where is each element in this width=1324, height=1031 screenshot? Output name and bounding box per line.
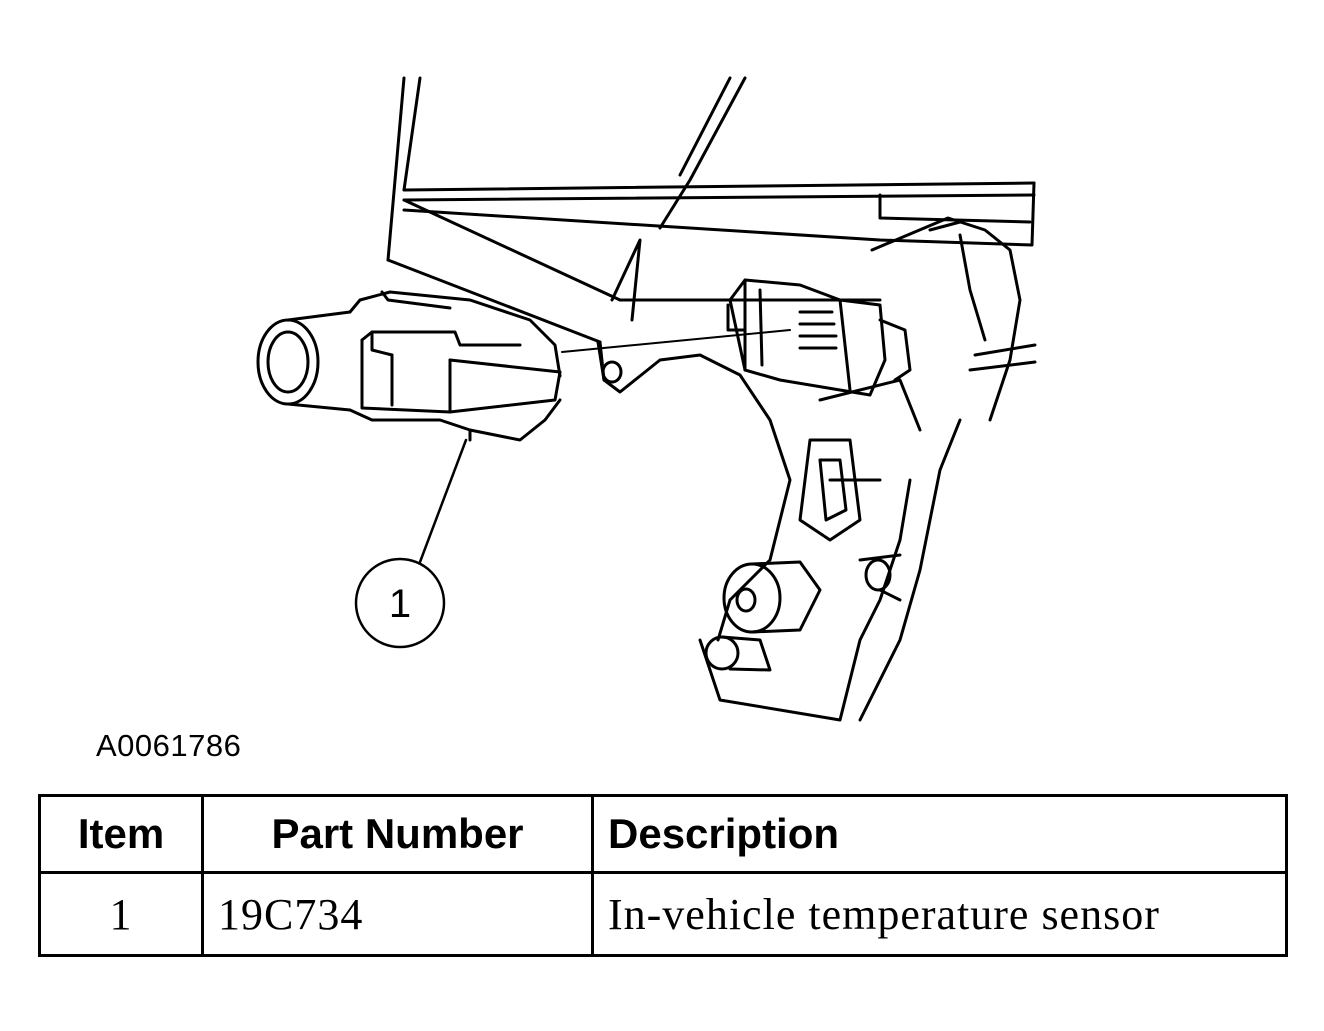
insertion-line	[561, 329, 791, 353]
cell-part-number: 19C734	[201, 871, 594, 957]
dashboard-panel	[386, 76, 1037, 422]
header-item: Item	[38, 794, 204, 874]
callout-number: 1	[389, 582, 411, 626]
cell-description: In-vehicle temperature sensor	[591, 871, 1288, 957]
parts-table: Item Part Number Description 1 19C734 In…	[38, 794, 1288, 957]
figure-code: A0061786	[96, 728, 242, 763]
temperature-sensor	[256, 290, 562, 442]
callout-leader-line	[418, 438, 468, 564]
sensor-illustration: 1	[256, 76, 1037, 722]
callout-1: 1	[354, 438, 468, 649]
callout-circle	[354, 557, 446, 649]
vehicle-connector	[726, 278, 912, 397]
table-row: 1 19C734 In-vehicle temperature sensor	[38, 871, 1288, 957]
cell-item: 1	[38, 871, 204, 957]
header-part-number: Part Number	[201, 794, 594, 874]
header-description: Description	[591, 794, 1288, 874]
mounting-bracket	[596, 238, 962, 722]
mounting-stud	[704, 558, 892, 672]
table-header-row: Item Part Number Description	[38, 794, 1288, 874]
